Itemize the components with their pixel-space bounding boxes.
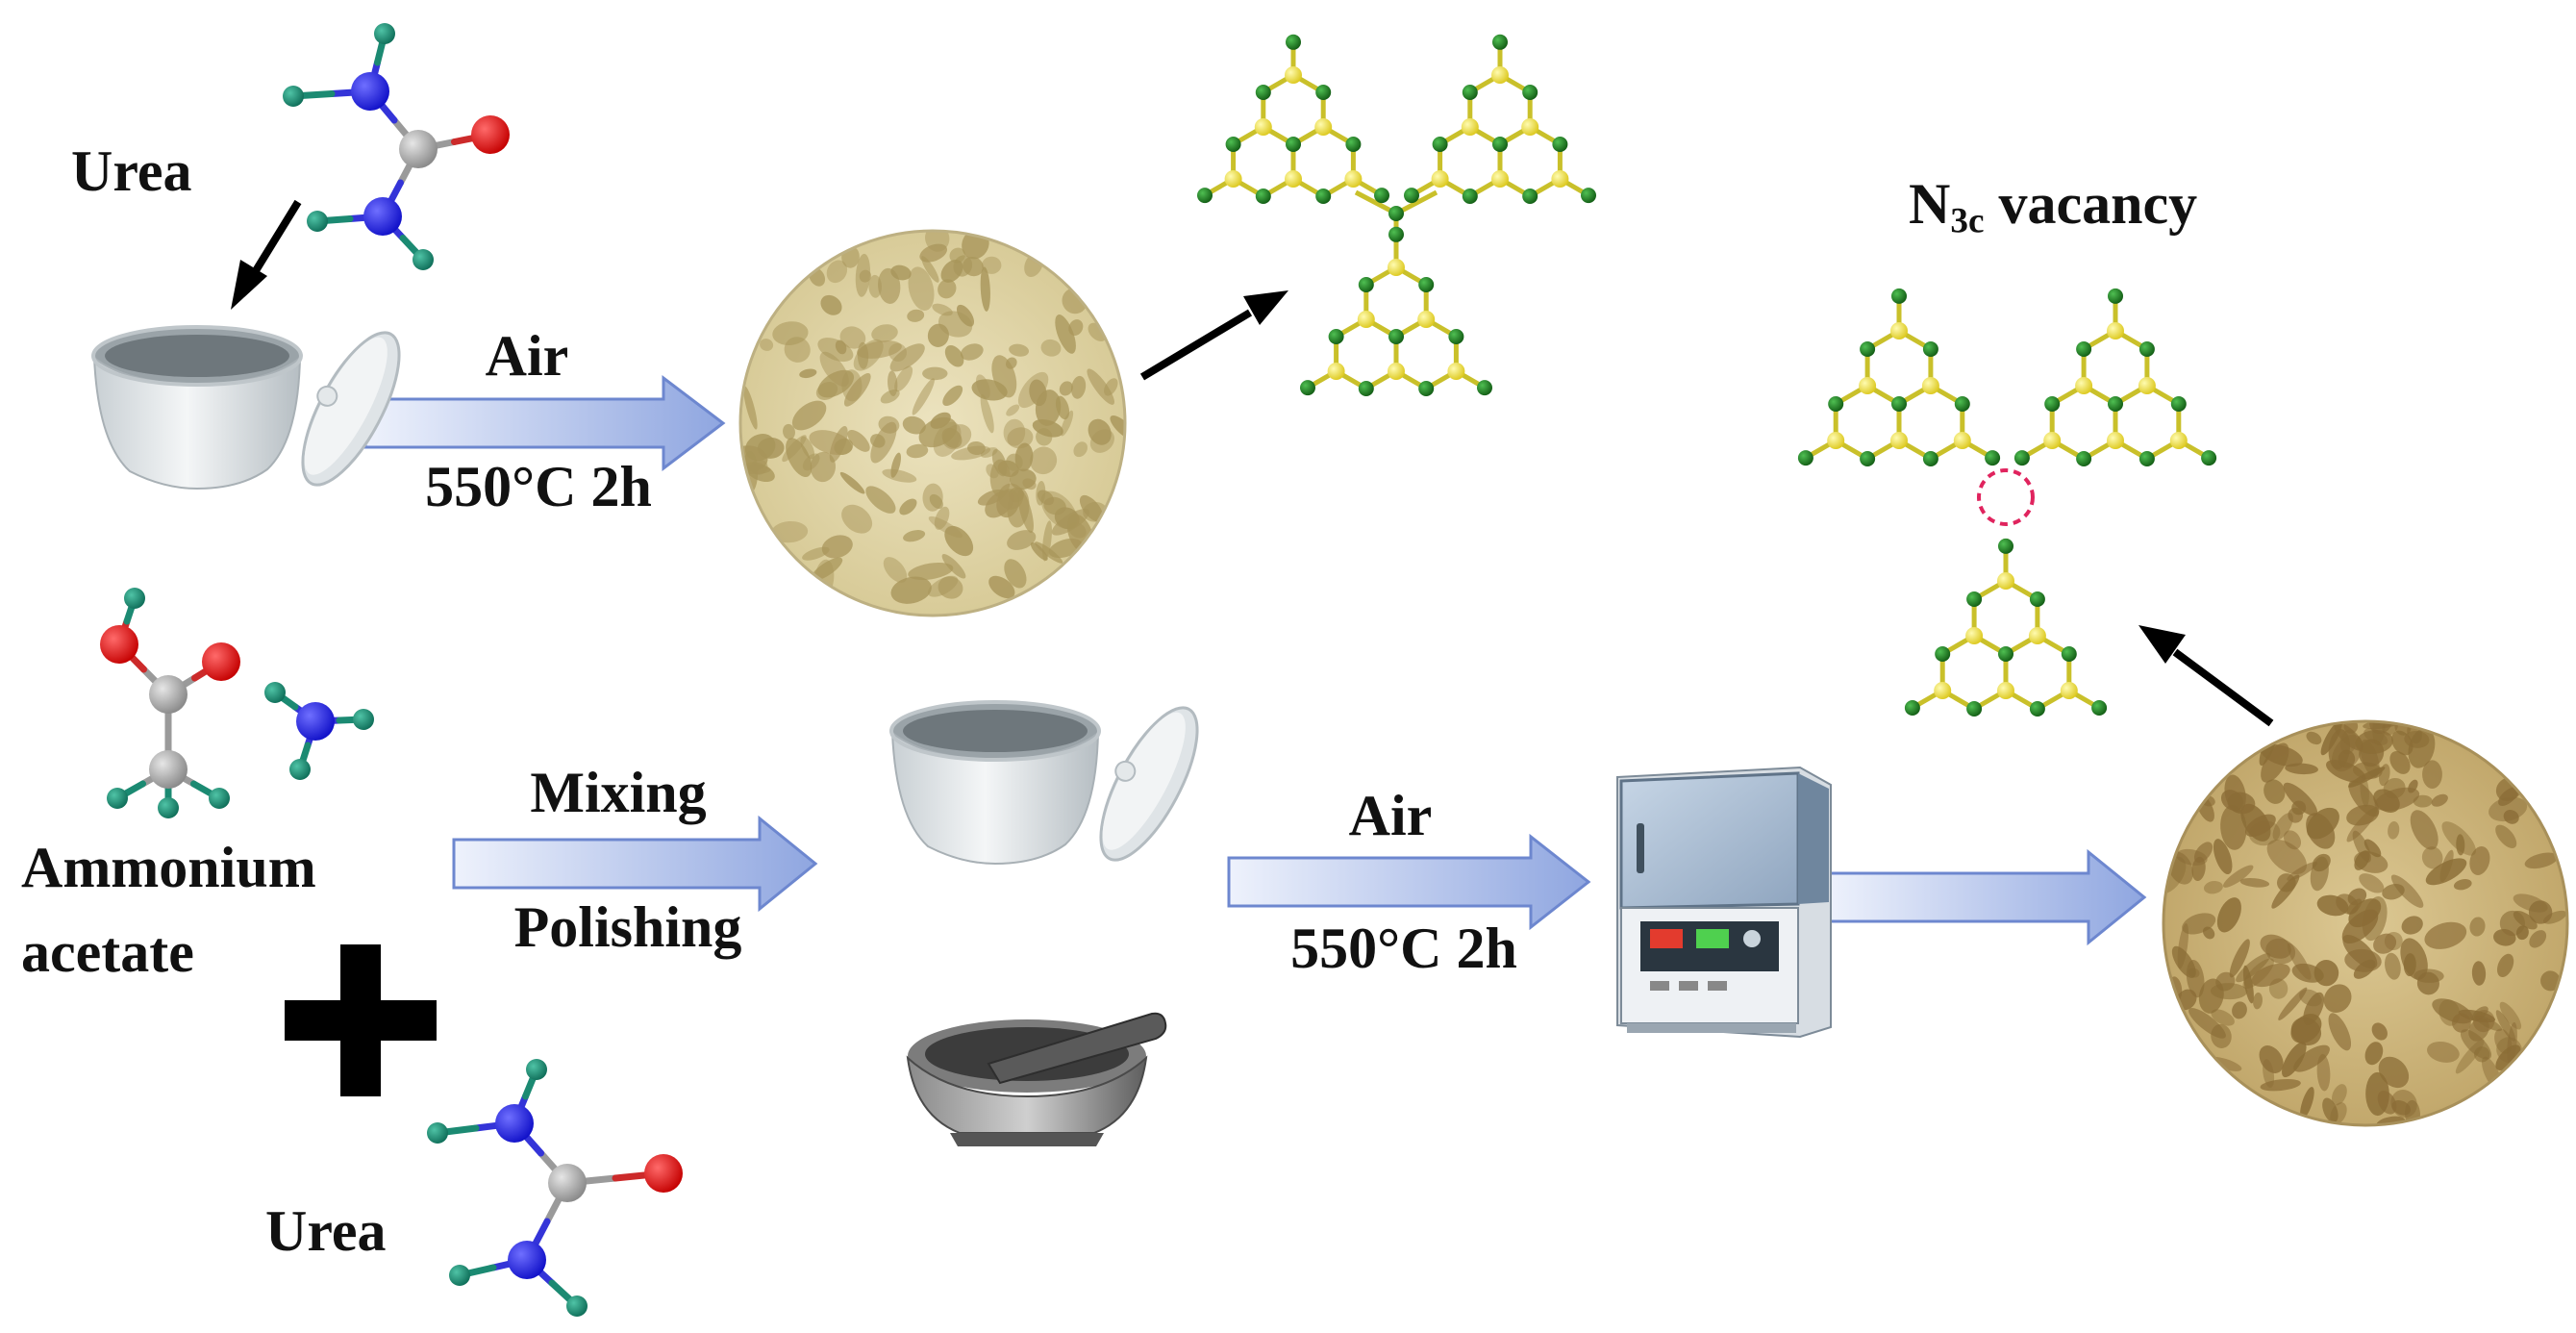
mortar-pestle-icon xyxy=(906,1012,1167,1146)
sample-dark-texture xyxy=(2162,719,2569,1127)
arrow-sample-to-vacancy xyxy=(2138,625,2274,727)
sample-light-texture xyxy=(738,229,1127,617)
g-c3n4-structure xyxy=(1197,34,1596,396)
plus-sign xyxy=(285,944,437,1096)
arrow-sample-to-structure xyxy=(1139,290,1288,381)
label-polishing: Polishing xyxy=(513,895,742,959)
label-acetate: acetate xyxy=(21,920,194,984)
process-arrow-air-top xyxy=(363,374,726,472)
crucible-icon xyxy=(91,325,401,490)
g-c3n4-vacancy-structure xyxy=(1797,288,2217,717)
crucible-icon xyxy=(889,700,1199,866)
muffle-furnace-icon xyxy=(1616,766,1832,1039)
vacancy-subscript: 3c xyxy=(1950,201,1985,241)
vacancy-marker xyxy=(1977,468,2035,526)
label-urea-top: Urea xyxy=(71,139,192,203)
label-air-bottom: Air xyxy=(1348,784,1433,847)
label-ammonium: Ammonium xyxy=(21,836,316,899)
arrow-urea-to-crucible xyxy=(231,199,302,310)
urea-molecule-icon xyxy=(283,23,510,270)
label-air-top: Air xyxy=(485,324,569,388)
urea-molecule-icon xyxy=(427,1059,683,1317)
process-arrow-mixing xyxy=(452,815,818,913)
ammonia-molecule-icon xyxy=(264,682,374,780)
vacancy-text: vacancy xyxy=(1984,172,2198,236)
label-mixing: Mixing xyxy=(530,761,707,824)
process-arrow-to-sample xyxy=(1825,848,2147,946)
vacancy-n: N xyxy=(1909,172,1951,236)
process-arrow-air-bottom xyxy=(1227,833,1591,931)
ammonium-acetate-molecule-icon xyxy=(100,588,240,818)
label-urea-bottom: Urea xyxy=(265,1199,387,1263)
label-conditions-bottom: 550°C 2h xyxy=(1290,917,1517,980)
label-conditions-top: 550°C 2h xyxy=(425,455,652,518)
label-vacancy: N3c vacancy xyxy=(1909,175,2197,239)
